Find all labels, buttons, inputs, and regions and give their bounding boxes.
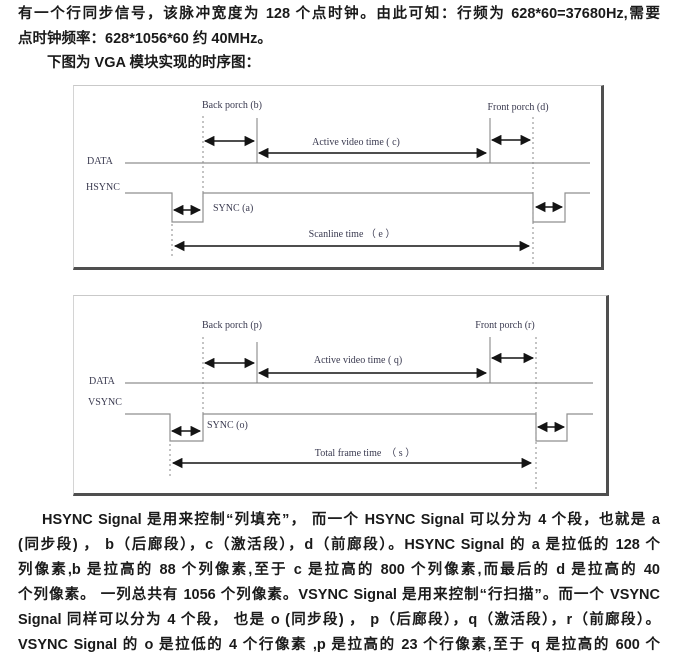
hsync-scanline-label: Scanline time （ e ） — [308, 229, 396, 240]
vsync-backporch-label: Back porch (p) — [202, 320, 262, 331]
bottom-paragraph-line-5: Signal 同样可以分为 4 个段， 也是 o (同步段) ， p（后廊段），… — [18, 612, 660, 628]
vsync-signal-line — [125, 413, 593, 442]
top-paragraph-line-1: 有一个行同步信号，该脉冲宽度为 128 个点时钟。由此可知：行频为 628*60… — [18, 6, 660, 22]
bottom-paragraph-line-3: 列像素,b 是拉高的 88 个列像素,至于 c 是拉高的 800 个列像素,而最… — [18, 562, 660, 578]
bottom-paragraph-line-4: 个列像素。 一列总共有 1056 个列像素。VSYNC Signal 是用来控制… — [18, 587, 660, 603]
hsync-sync-label: SYNC (a) — [213, 203, 254, 214]
vsync-activevideo-label: Active video time ( q) — [313, 355, 403, 366]
hsync-activevideo-label: Active video time ( c) — [312, 137, 400, 148]
bottom-paragraph-line-2: (同步段) ， b（后廊段），c（激活段），d（前廊段）。HSYNC Signa… — [18, 537, 660, 553]
hsync-data-label: DATA — [87, 156, 113, 167]
bottom-paragraph-line-6: VSYNC Signal 的 o 是拉低的 4 个行像素 ,p 是拉高的 23 … — [18, 637, 660, 653]
vsync-signal-label: VSYNC — [88, 397, 122, 408]
top-paragraph-line-3: 下图为 VGA 模块实现的时序图： — [47, 55, 260, 71]
hsync-signal-line — [125, 192, 590, 223]
hsync-frontporch-label: Front porch (d) — [487, 102, 549, 113]
hsync-timing-diagram-frame — [73, 85, 604, 270]
vsync-totalframe-label: Total frame time （ s ） — [314, 448, 416, 459]
vsync-diagram-strokes — [125, 337, 593, 489]
vsync-frontporch-label: Front porch (r) — [475, 320, 535, 331]
vsync-data-label: DATA — [89, 376, 115, 387]
vsync-sync-label: SYNC (o) — [207, 420, 248, 431]
top-paragraph-line-2: 点时钟频率：628*1056*60 约 40MHz。 — [18, 31, 272, 47]
bottom-paragraph-line-1: HSYNC Signal 是用来控制“列填充”， 而一个 HSYNC Signa… — [42, 512, 660, 528]
hsync-diagram-strokes — [125, 116, 590, 266]
hsync-backporch-label: Back porch (b) — [202, 100, 262, 111]
hsync-signal-label: HSYNC — [86, 182, 120, 193]
